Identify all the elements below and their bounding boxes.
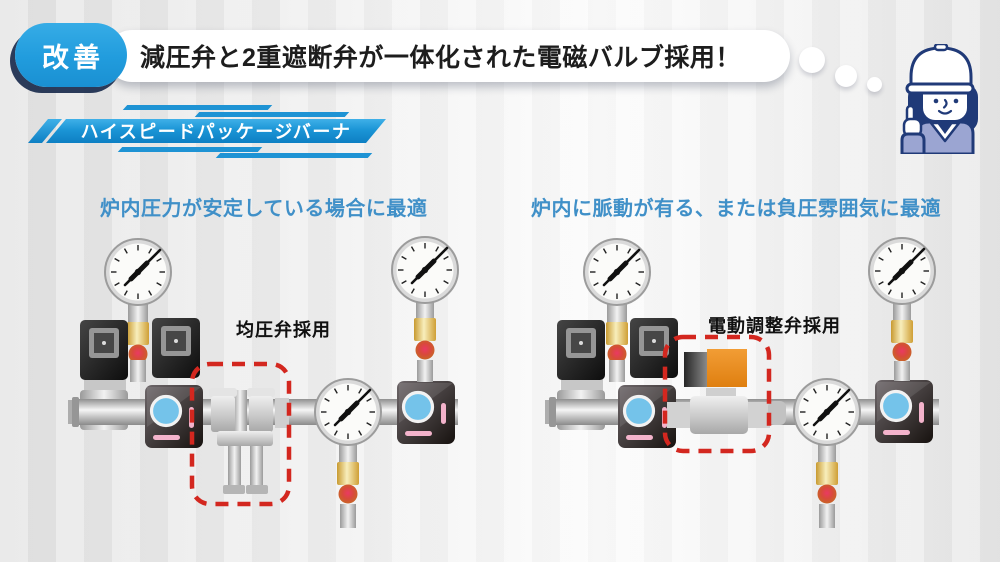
inlet-gauge-assembly [105,239,171,382]
pressure-switch-left [143,383,205,450]
speed-line [194,112,350,117]
motorized-control-valve [667,349,786,434]
right-gas-train-diagram [545,230,939,528]
equalizing-valve [209,388,289,494]
product-banner: ハイスピードパッケージバーナ [46,119,386,143]
thought-dot-large [799,47,825,73]
left-valve-label: 均圧弁採用 [236,320,331,340]
pressure-switch-right [873,378,935,445]
solenoid-valve-block-2 [630,318,678,378]
outlet-gauge-assembly [392,237,458,382]
speed-line [122,105,273,110]
improvement-badge-label: 改善 [42,42,104,73]
mid-gauge-assembly [315,379,381,528]
headline-text: 減圧弁と2重遮断弁が一体化された電磁バルブ採用！ [140,44,741,72]
solenoid-valve-block-2 [152,318,200,378]
left-panel-heading: 炉内圧力が安定している場合に最適 [100,198,428,220]
thought-dot-medium [835,65,857,87]
product-banner-title: ハイスピードパッケージバーナ [80,122,352,142]
outlet-gauge-assembly [869,238,935,381]
right-valve-label: 電動調整弁採用 [708,316,841,336]
speed-line [215,153,373,158]
thought-dot-small [867,77,882,92]
right-panel-heading: 炉内に脈動が有る、または負圧雰囲気に最適 [531,198,941,220]
pressure-switch-right [395,379,457,446]
highlight-box-motor-valve [662,334,772,454]
solenoid-valve-block-1 [80,320,128,380]
electric-motor-actuator [707,349,747,387]
improvement-badge: 改善 [15,23,127,87]
inlet-gauge-assembly [584,239,650,382]
speed-line [117,147,263,152]
mid-gauge-assembly [794,379,860,528]
solenoid-valve-block-1 [557,320,605,380]
highlight-box-equalizing-valve [189,361,292,507]
left-gas-train-diagram [68,230,480,528]
headline-bubble: 減圧弁と2重遮断弁が一体化された電磁バルブ採用！ [106,30,790,82]
engineer-mascot-icon [900,44,978,154]
